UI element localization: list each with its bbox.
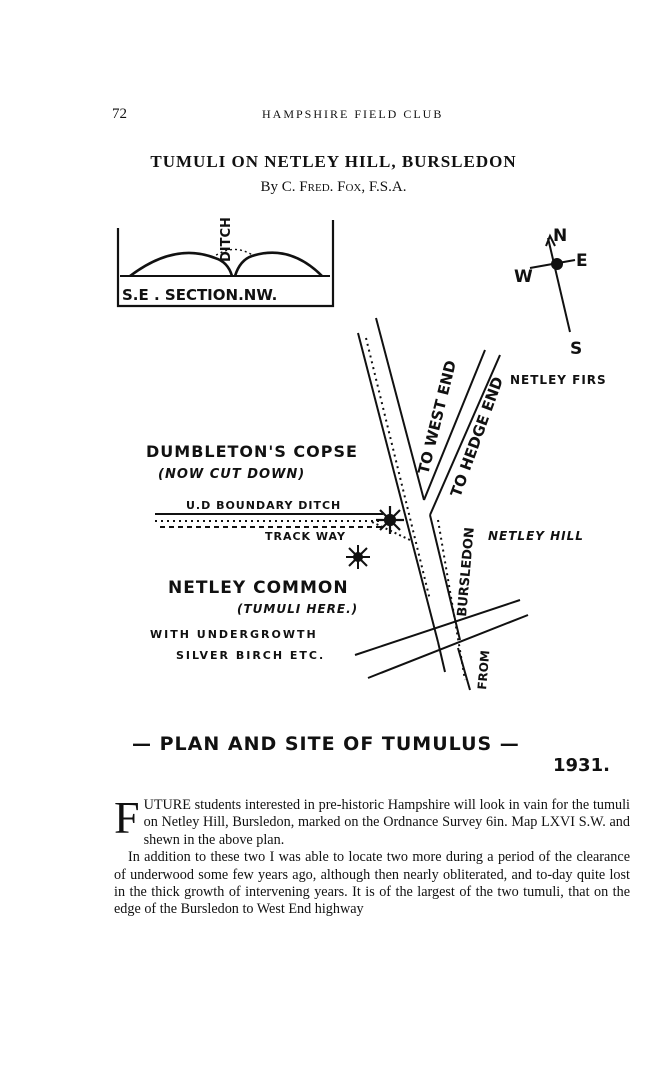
plan-figure: DITCH S.E . SECTION.NW. N E W S bbox=[116, 217, 607, 691]
compass-s: S bbox=[570, 339, 582, 359]
section-frame bbox=[116, 220, 335, 308]
ditch-dots bbox=[211, 248, 255, 259]
compass-e: E bbox=[576, 251, 588, 271]
figure-caption: — PLAN AND SITE OF TUMULUS — bbox=[132, 733, 520, 755]
bursledon-road-bottom-left bbox=[437, 641, 446, 673]
tumulus-symbol-2 bbox=[346, 545, 370, 569]
label-from: FROM bbox=[475, 650, 492, 691]
label-undergrowth: WITH UNDERGROWTH bbox=[150, 628, 318, 641]
compass-ns-line bbox=[547, 237, 571, 333]
label-silver-birch: SILVER BIRCH ETC. bbox=[176, 649, 325, 662]
hedge-end-road-left bbox=[423, 349, 486, 501]
compass-center bbox=[551, 258, 563, 270]
label-to-hedge-end: TO HEDGE END bbox=[447, 374, 507, 499]
label-to-west-end: TO WEST END bbox=[414, 359, 460, 476]
west-end-road-right bbox=[375, 317, 425, 501]
west-end-road-left bbox=[357, 332, 439, 643]
label-bursledon: BURSLEDON bbox=[455, 527, 478, 618]
road-map bbox=[155, 317, 529, 691]
compass bbox=[529, 233, 576, 333]
section-sketch bbox=[116, 220, 335, 308]
label-boundary-ditch: U.D BOUNDARY DITCH bbox=[186, 499, 341, 512]
byline: By C. Fred. Fox, F.S.A. bbox=[0, 179, 667, 196]
label-tumuli-here: (TUMULI HERE.) bbox=[237, 602, 358, 616]
label-netley-common: NETLEY COMMON bbox=[168, 578, 349, 598]
label-track-way: TRACK WAY bbox=[265, 530, 346, 543]
page-number: 72 bbox=[112, 106, 127, 122]
label-netley-hill: NETLEY HILL bbox=[488, 529, 584, 543]
bursledon-road-right bbox=[429, 514, 461, 641]
byline-author: C. Fred. Fox, F.S.A. bbox=[281, 179, 407, 195]
figure-caption-year: 1931. bbox=[553, 755, 610, 776]
tumulus-symbol-1 bbox=[376, 506, 404, 534]
byline-prefix: By bbox=[260, 179, 279, 195]
drop-cap: F bbox=[114, 792, 140, 843]
compass-n: N bbox=[553, 226, 567, 246]
running-head: HAMPSHIRE FIELD CLUB bbox=[262, 107, 444, 121]
paragraph-2: In addition to these two I was able to l… bbox=[114, 849, 630, 918]
hedge-end-road-right bbox=[429, 354, 501, 516]
label-dumbletons-copse: DUMBLETON'S COPSE bbox=[146, 442, 358, 461]
section-label: S.E . SECTION.NW. bbox=[122, 286, 277, 304]
mound-right bbox=[233, 251, 323, 277]
cross-road-top bbox=[354, 599, 521, 656]
cross-road-bottom bbox=[367, 614, 529, 679]
ditch-label: DITCH bbox=[219, 217, 234, 262]
label-netley-firs: NETLEY FIRS bbox=[510, 373, 607, 387]
paragraph-1-text: UTURE students interested in pre-histori… bbox=[143, 797, 630, 848]
compass-w: W bbox=[514, 267, 533, 287]
label-now-cut-down: (NOW CUT DOWN) bbox=[158, 467, 305, 482]
mound-left bbox=[129, 251, 234, 278]
compass-arrow bbox=[545, 233, 556, 247]
article-title: TUMULI ON NETLEY HILL, BURSLEDON bbox=[150, 152, 517, 171]
